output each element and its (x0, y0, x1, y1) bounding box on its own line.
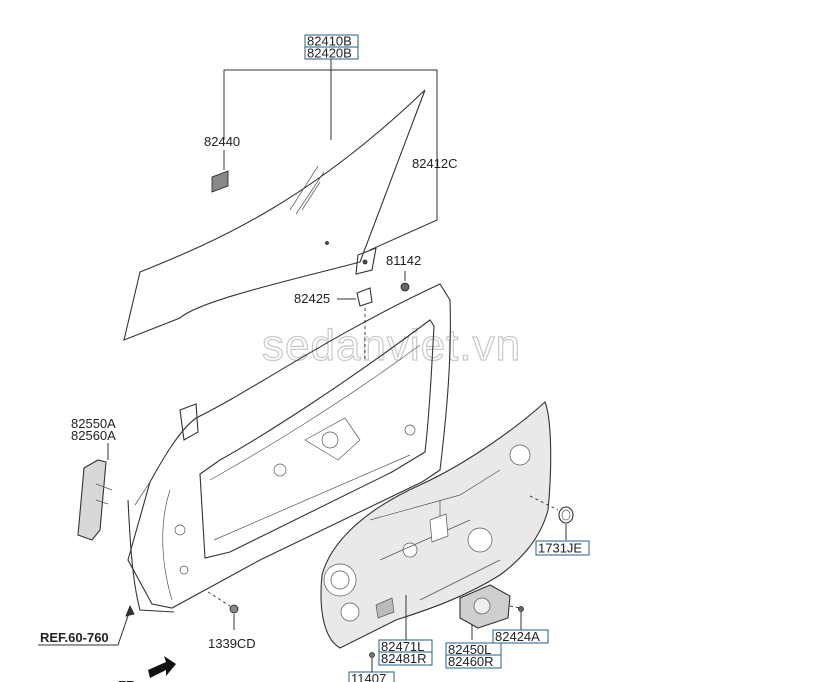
label-82410b: 82410B (307, 34, 352, 49)
nut-1339cd-shape (207, 591, 239, 630)
label-82550a: 82550A (71, 416, 116, 431)
watermark-text: sedanviet.vn (262, 321, 521, 370)
bolt-label-box (348, 671, 395, 682)
label-82560a: 82560A (71, 428, 116, 443)
grommet-label-box (535, 540, 590, 556)
door-glass-shape (123, 89, 426, 341)
label-ref: REF.60-760 (40, 630, 109, 645)
label-81142: 81142 (386, 253, 421, 268)
glass-bracket-shape (355, 247, 377, 275)
label-82471l: 82471L (381, 639, 424, 654)
grommet-shape (529, 495, 574, 540)
label-11407: 11407 (351, 671, 386, 682)
regulator-motor-shape (459, 584, 511, 640)
label-82460r: 82460R (448, 654, 494, 669)
label-82481r: 82481R (381, 651, 427, 666)
glass-holder-shape (337, 287, 373, 360)
label-82420b: 82420B (307, 46, 352, 61)
screw-82424a-shape (509, 605, 524, 630)
label-fr: FR (118, 678, 136, 682)
window-regulator-panel-shape (320, 401, 552, 649)
door-frame-shape (127, 283, 451, 609)
bolt-11407-shape (369, 652, 375, 672)
label-82440: 82440 (204, 134, 240, 149)
door-outer-shape (127, 481, 175, 613)
bolt-81142-shape (400, 271, 410, 292)
label-1339cd: 1339CD (208, 636, 256, 651)
label-82424a: 82424A (495, 629, 540, 644)
rear-channel-guide-shape (77, 443, 113, 541)
label-82450l: 82450L (448, 642, 491, 657)
glass-callout-leader (223, 58, 438, 251)
ref-leader (38, 605, 135, 646)
label-1731je: 1731JE (538, 541, 582, 556)
run-channel-clip-shape (211, 170, 229, 193)
label-82412c: 82412C (412, 156, 458, 171)
screw-label-box (492, 629, 549, 644)
front-arrow-icon (148, 656, 176, 678)
label-82425: 82425 (294, 291, 330, 306)
